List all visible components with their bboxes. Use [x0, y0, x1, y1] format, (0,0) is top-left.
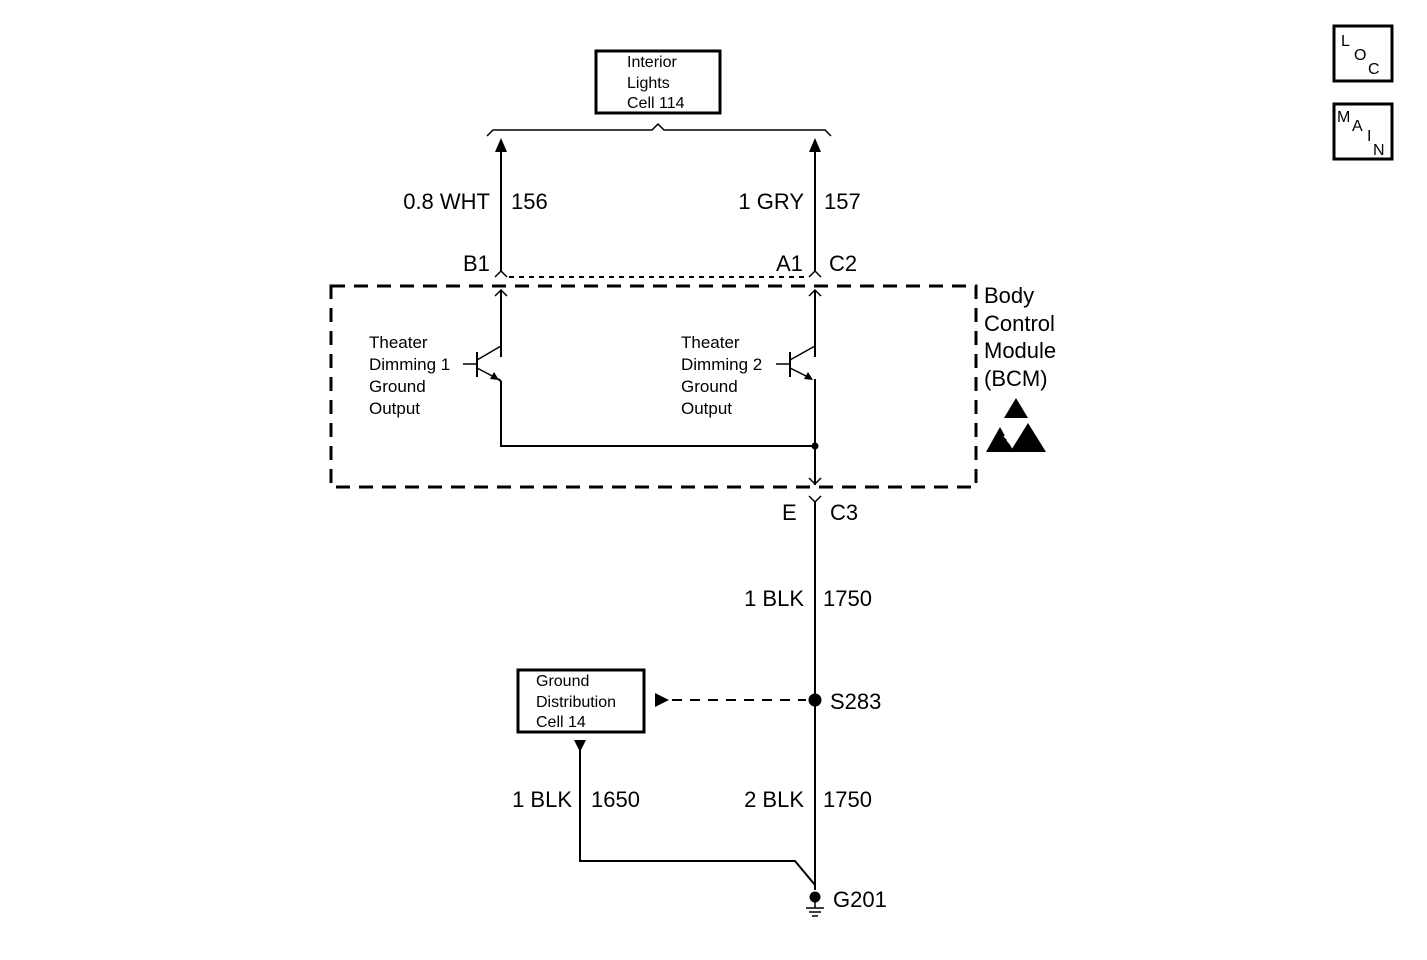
transistor-2-line1: Theater: [681, 333, 740, 352]
connector-c3-label: C3: [830, 500, 858, 525]
ground-distribution-line3: Cell 14: [536, 714, 586, 731]
splice-s283: [808, 693, 822, 707]
ground-icon: [806, 902, 824, 917]
bcm-label-line3: Module: [984, 338, 1056, 363]
wire-1750-lower-color: 2 BLK: [744, 787, 804, 812]
transistor-1-line2: Dimming 1: [369, 355, 450, 374]
reference-arrow-icon: [655, 693, 669, 707]
bcm-label-line1: Body: [984, 283, 1034, 308]
transistor-2-line4: Output: [681, 399, 732, 418]
main-letter-m: M: [1337, 109, 1350, 126]
loc-letter-l: L: [1341, 33, 1350, 50]
wire-157-color: 1 GRY: [738, 189, 804, 214]
transistor-1-line3: Ground: [369, 377, 426, 396]
wire-157-circuit: 157: [824, 189, 861, 214]
loc-letter-o: O: [1354, 47, 1366, 64]
connector-b1-label: B1: [463, 251, 490, 276]
wire-1750-upper-color: 1 BLK: [744, 586, 804, 611]
ground-g201-label: G201: [833, 887, 887, 912]
transistor-1-line1: Theater: [369, 333, 428, 352]
bcm-label-line4: (BCM): [984, 366, 1048, 391]
interior-lights-box[interactable]: Interior Lights Cell 114: [594, 49, 722, 115]
ground-distribution-box[interactable]: Ground Distribution Cell 14: [516, 668, 646, 734]
wire-156-circuit: 156: [511, 189, 548, 214]
connector-a1-label: A1: [776, 251, 803, 276]
transistor-1: [463, 345, 502, 382]
bcm-boundary: [329, 284, 978, 489]
bracket: [486, 122, 832, 137]
arrow-1650: [574, 740, 586, 752]
wire-1750-upper-circuit: 1750: [823, 586, 872, 611]
main-button[interactable]: M A I N: [1332, 102, 1394, 161]
transistor-2-line3: Ground: [681, 377, 738, 396]
wire-1650-circuit: 1650: [591, 787, 640, 812]
interior-lights-line2: Lights: [627, 75, 670, 92]
bcm-label-line2: Control: [984, 311, 1055, 336]
main-letter-i: I: [1367, 128, 1371, 145]
ground-distribution-line1: Ground: [536, 673, 589, 690]
ground-distribution-line2: Distribution: [536, 694, 616, 711]
loc-letter-c: C: [1368, 61, 1380, 78]
connector-c2-label: C2: [829, 251, 857, 276]
wire-1750-lower-circuit: 1750: [823, 787, 872, 812]
emitter-1-return: [500, 381, 815, 447]
splice-s283-label: S283: [830, 689, 881, 714]
internal-junction: [811, 442, 819, 450]
esd-warning-icon: [986, 398, 1046, 452]
ground-junction: [809, 891, 821, 903]
interior-lights-line1: Interior: [627, 54, 677, 71]
main-letter-n: N: [1373, 142, 1385, 159]
transistor-1-line4: Output: [369, 399, 420, 418]
wire-1650: [579, 750, 816, 886]
connector-e-label: E: [782, 500, 797, 525]
arrow-157: [809, 138, 821, 152]
wire-1650-color: 1 BLK: [512, 787, 572, 812]
arrow-156: [495, 138, 507, 152]
bcm-label: Body Control Module (BCM): [984, 283, 1056, 391]
main-letter-a: A: [1352, 118, 1363, 135]
wire-156-color: 0.8 WHT: [403, 189, 490, 214]
transistor-2: [776, 345, 816, 380]
loc-button[interactable]: L O C: [1332, 24, 1394, 83]
interior-lights-line3: Cell 114: [627, 95, 685, 112]
transistor-2-line2: Dimming 2: [681, 355, 762, 374]
